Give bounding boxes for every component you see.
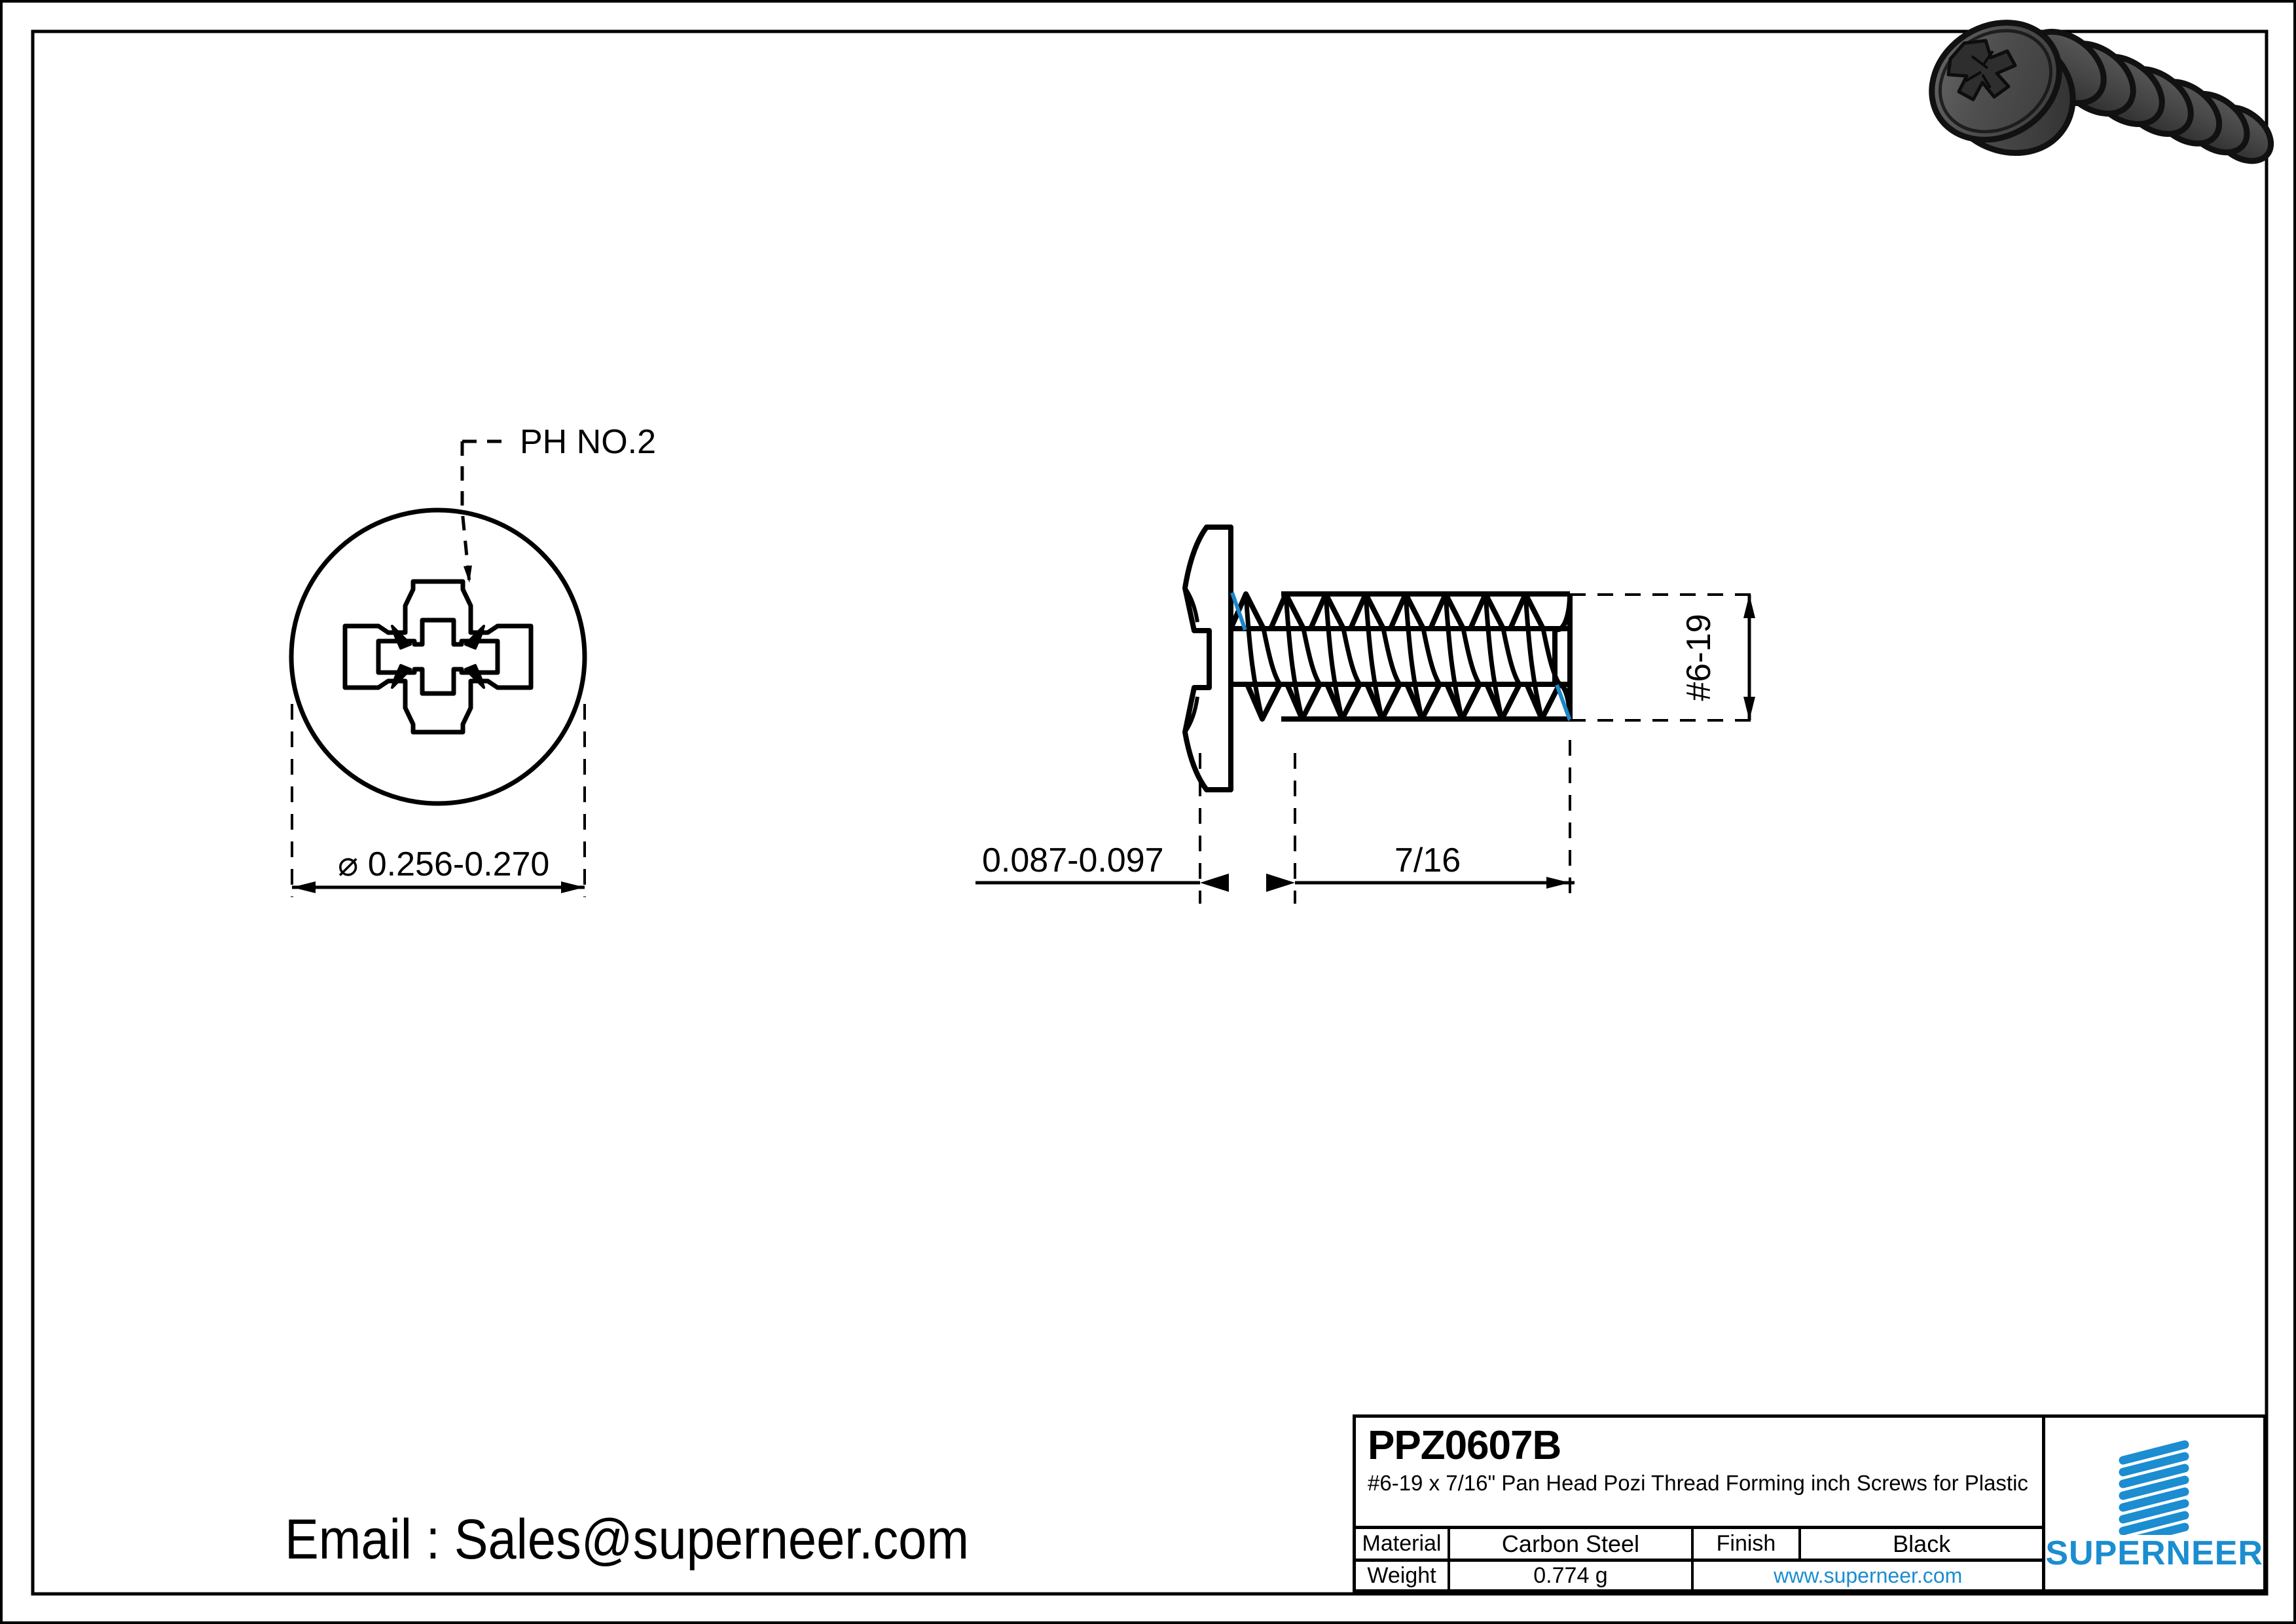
ph-leader-line <box>460 439 510 583</box>
ph-leader-label: PH NO.2 <box>520 423 656 461</box>
length-text: 7/16 <box>1394 841 1461 879</box>
finish-value: Black <box>1893 1530 1951 1557</box>
pozidriv-recess-3d <box>1946 39 2017 101</box>
finish-label: Finish <box>1694 1529 1801 1559</box>
brand-logo: SUPERNEER <box>2045 1418 2263 1589</box>
cad-edge-top <box>1230 592 1247 631</box>
weight-value: 0.774 g <box>1450 1562 1694 1589</box>
material-row: Material Carbon Steel Finish Black <box>1356 1529 2043 1562</box>
title-block-info: PPZ0607B #6-19 x 7/16" Pan Head Pozi Thr… <box>1356 1418 2046 1589</box>
cad-edge-bottom <box>1555 684 1572 722</box>
material-value: Carbon Steel <box>1450 1529 1694 1559</box>
head-outline-circle <box>289 507 587 806</box>
thread-size-dimension <box>1570 593 1761 722</box>
thread-size-text: #6-19 <box>1680 614 1718 701</box>
side-view-group <box>975 525 1761 904</box>
email-text: Email : Sales@superneer.com <box>285 1508 969 1571</box>
part-description: #6-19 x 7/16" Pan Head Pozi Thread Formi… <box>1368 1471 2028 1495</box>
weight-label: Weight <box>1356 1562 1450 1589</box>
title-block-header: PPZ0607B #6-19 x 7/16" Pan Head Pozi Thr… <box>1356 1418 2043 1529</box>
weight-row: Weight 0.774 g www.superneer.com <box>1356 1562 2042 1589</box>
head-diameter-dimension <box>291 704 586 897</box>
head-height-text: 0.087-0.097 <box>982 841 1164 879</box>
length-dimension <box>1295 740 1571 904</box>
front-view-group <box>289 439 587 897</box>
pozidriv-recess <box>342 579 534 735</box>
pan-head-pozi-screw-3d <box>1929 20 2274 164</box>
head-diameter-text: ⌀ 0.256-0.270 <box>338 845 549 883</box>
material-label: Material <box>1356 1529 1450 1559</box>
pan-head-profile <box>1182 525 1233 792</box>
superneer-stripes-mark <box>2119 1440 2189 1535</box>
brand-wordmark: SUPERNEER <box>2045 1534 2263 1572</box>
website-link[interactable]: www.superneer.com <box>1774 1563 1963 1587</box>
threaded-shank <box>1228 591 1573 722</box>
title-block: PPZ0607B #6-19 x 7/16" Pan Head Pozi Thr… <box>1353 1414 2267 1593</box>
part-number: PPZ0607B <box>1368 1423 1561 1468</box>
